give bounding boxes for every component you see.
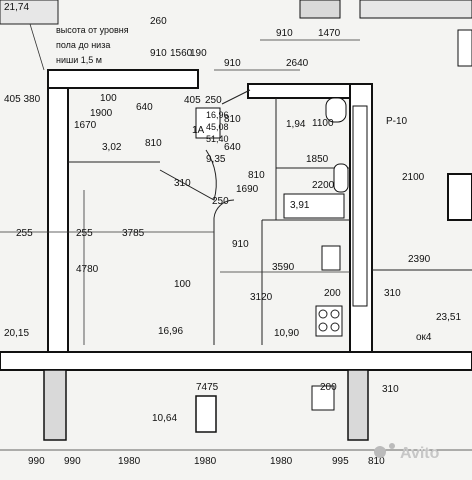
- stove-burner: [330, 309, 340, 319]
- dim-260: 260: [150, 16, 167, 27]
- room-living-area: 16,96: [158, 326, 183, 337]
- dim-100a: 100: [100, 93, 117, 104]
- dim-310a: 310: [384, 288, 401, 299]
- bottom-dim: 1980: [118, 456, 141, 467]
- stove-burner: [330, 322, 340, 332]
- watermark-text: Avito: [400, 445, 440, 462]
- bottom-dim: 1980: [270, 456, 293, 467]
- room-bathroom-area: 3,91: [290, 200, 310, 211]
- dim-3120: 3120: [250, 292, 273, 303]
- dim-810b: 810: [145, 138, 162, 149]
- room-left-area: 20,15: [4, 328, 29, 339]
- window-tag: ок4: [416, 332, 432, 343]
- dim-810a: 810: [224, 114, 241, 125]
- apartment-full-area: 51,40: [206, 134, 229, 144]
- dim-2200: 2200: [312, 180, 335, 191]
- dim-2100: 2100: [402, 172, 425, 183]
- right-top-niche: [457, 29, 472, 67]
- bathtub: [283, 193, 345, 219]
- dim-810c: 810: [248, 170, 265, 181]
- wall-left: [47, 69, 69, 353]
- bottom-dim: 995: [332, 456, 349, 467]
- dim-250a: 250: [205, 95, 222, 106]
- dim-1560: 1560: [170, 48, 193, 59]
- bottom-dim: 1980: [194, 456, 217, 467]
- toilet-fixture: [325, 97, 347, 123]
- watermark-icon: [389, 443, 395, 449]
- sink-fixture: [321, 245, 341, 271]
- wall-bottom: [0, 351, 472, 371]
- room-right-area: 23,51: [436, 312, 461, 323]
- dim-3590: 3590: [272, 262, 295, 273]
- apartment-total-area: 16,96: [206, 110, 229, 120]
- apartment-tag-box: [195, 107, 221, 139]
- bottom-dim: 810: [368, 456, 385, 467]
- dim-1670: 1670: [74, 120, 97, 131]
- dim-255b: 255: [76, 228, 93, 239]
- dim-310-arc: 310: [174, 178, 191, 189]
- note-line-2: пола до низа: [56, 40, 110, 50]
- stove: [315, 305, 343, 337]
- apartment-label: 1А: [192, 125, 205, 136]
- dim-310b: 310: [382, 384, 399, 395]
- column-bottom-left: [43, 369, 67, 441]
- stove-burner: [318, 322, 328, 332]
- door-arc-corridor: [159, 149, 217, 201]
- dim-910-top: 910: [276, 28, 293, 39]
- room-niche-area: 3,02: [102, 142, 122, 153]
- dim-640b: 640: [224, 142, 241, 153]
- top-column: [299, 0, 341, 19]
- bottom-niche: [195, 395, 217, 433]
- dim-405: 405: [184, 95, 201, 106]
- dim-255a: 255: [16, 228, 33, 239]
- dim-1850: 1850: [306, 154, 329, 165]
- dim-2390: 2390: [408, 254, 431, 265]
- dim-1900: 1900: [90, 108, 113, 119]
- room-below-area: 10,64: [152, 413, 177, 424]
- washbasin: [333, 163, 349, 193]
- dim-200b: 200: [320, 382, 337, 393]
- note-line-3: ниши 1,5 м: [56, 55, 102, 65]
- room-corridor-area: 9,35: [206, 154, 226, 165]
- entry-door: [221, 89, 251, 105]
- apartment-living-area: 45,08: [206, 122, 229, 132]
- stove-burner: [318, 309, 328, 319]
- dim-3785: 3785: [122, 228, 145, 239]
- riser-label: Р-10: [386, 116, 408, 127]
- right-column: [447, 173, 472, 221]
- dim-1470: 1470: [318, 28, 341, 39]
- room-kitchen-area: 10,90: [274, 328, 299, 339]
- top-left-area: 21,74: [4, 2, 29, 13]
- dim-4780: 4780: [76, 264, 99, 275]
- dim-910-mid: 910: [224, 58, 241, 69]
- bottom-dim: 990: [28, 456, 45, 467]
- dim-250b: 250: [212, 196, 229, 207]
- dim-910-door: 910: [232, 239, 249, 250]
- top-left-block: [0, 0, 59, 25]
- dim-190: 190: [190, 48, 207, 59]
- watermark-icon: [374, 446, 386, 458]
- door-arc-living: [213, 199, 235, 219]
- dim-1100: 1100: [312, 118, 334, 129]
- room-toilet-area: 1,94: [286, 119, 306, 130]
- top-right-block: [359, 0, 472, 19]
- dim-640a: 640: [136, 102, 153, 113]
- dim-200a: 200: [324, 288, 341, 299]
- bottom-square: [311, 385, 335, 411]
- wall-top-left: [47, 69, 199, 89]
- column-bottom-right: [347, 369, 369, 441]
- dim-1690: 1690: [236, 184, 259, 195]
- dim-2640: 2640: [286, 58, 309, 69]
- note-line-1: высота от уровня: [56, 25, 129, 35]
- leader-line-note: [29, 23, 45, 71]
- dim-100b: 100: [174, 279, 191, 290]
- dim-405-380: 405 380: [4, 94, 41, 105]
- dim-7475: 7475: [196, 382, 219, 393]
- bottom-dim: 990: [64, 456, 81, 467]
- dim-910-v: 910: [150, 48, 167, 59]
- riser-shaft: [352, 105, 368, 307]
